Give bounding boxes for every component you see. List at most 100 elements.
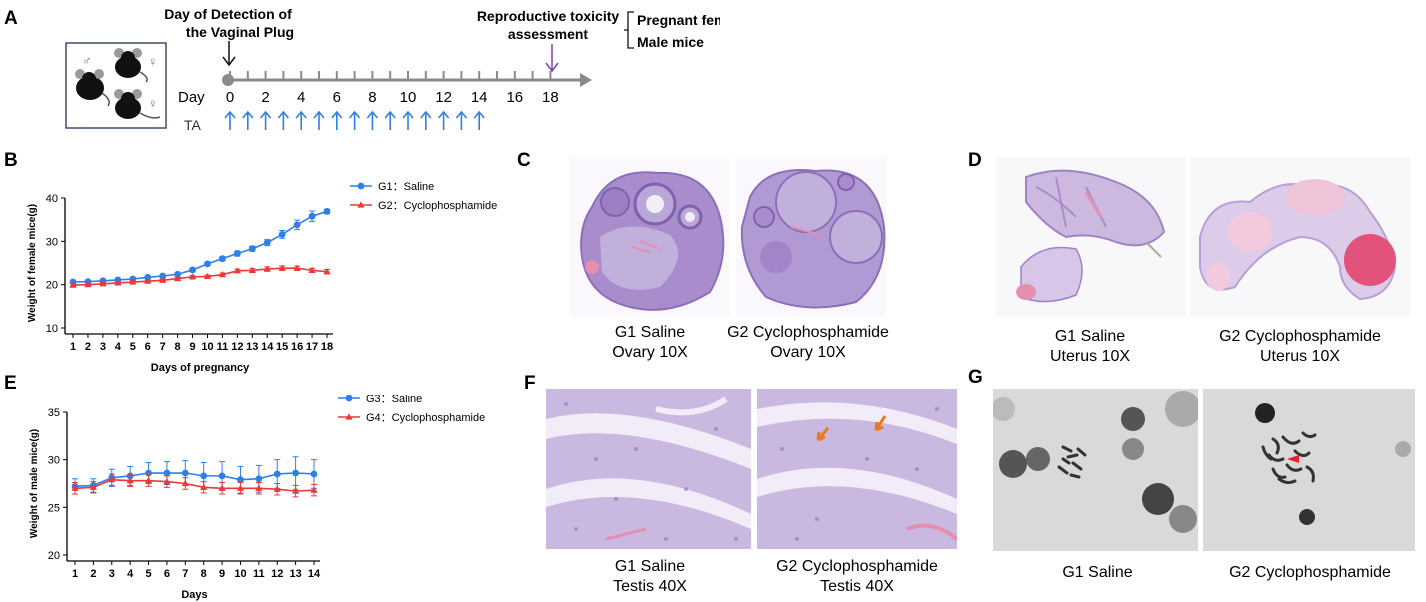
data-point xyxy=(174,270,181,278)
data-point xyxy=(323,208,331,215)
x-tick-label: 2 xyxy=(85,341,91,353)
x-tick-label: 10 xyxy=(201,341,213,353)
orange-arrow-icon xyxy=(874,415,887,432)
bracket-item-male: Male mice xyxy=(637,34,704,50)
data-point xyxy=(263,239,271,247)
y-tick-label: 10 xyxy=(46,323,58,335)
timeline-tick-label: 10 xyxy=(400,89,417,106)
ta-arrow-icon xyxy=(420,110,432,130)
data-point xyxy=(293,264,301,271)
x-tick-label: 16 xyxy=(291,341,303,353)
panel-e-letter: E xyxy=(4,373,17,394)
x-tick-label: 11 xyxy=(253,568,265,580)
ta-arrow-icon xyxy=(331,110,343,130)
ta-arrow-icon xyxy=(277,110,290,130)
data-point xyxy=(163,477,171,485)
data-point xyxy=(308,266,316,273)
y-axis-label: Weight of female mice(g) xyxy=(27,204,38,322)
ta-arrow-icon xyxy=(437,110,450,130)
legend-label: G4：Cyclophosphamide xyxy=(366,412,485,424)
legend-entry-1: G1：Saline xyxy=(350,181,434,193)
testis-cyclophosphamide-image xyxy=(757,389,957,549)
data-point xyxy=(308,212,316,220)
uterus-saline-image xyxy=(996,157,1186,317)
uterus-saline-caption: G1 Saline Uterus 10X xyxy=(1000,327,1180,367)
ta-arrow-icon xyxy=(242,110,254,130)
ta-arrow-icon xyxy=(402,110,414,130)
ta-label: TA xyxy=(184,117,202,133)
data-point xyxy=(144,273,152,281)
x-tick-label: 4 xyxy=(115,341,122,353)
series-line-2 xyxy=(74,478,315,492)
data-point xyxy=(99,280,107,287)
x-tick-label: 6 xyxy=(164,568,170,580)
panel-g-letter: G xyxy=(968,367,983,388)
x-tick-label: 14 xyxy=(261,341,274,353)
day-label: Day xyxy=(178,89,205,106)
x-tick-label: 6 xyxy=(145,341,151,353)
uterus-cyclophosphamide-image xyxy=(1190,157,1410,317)
x-tick-label: 10 xyxy=(234,568,246,580)
caption-line: G2 Cyclophosphamide xyxy=(776,558,938,575)
y-tick-label: 20 xyxy=(48,550,60,562)
x-tick-label: 5 xyxy=(145,568,151,580)
timeline-tick-label: 8 xyxy=(368,89,376,106)
data-point xyxy=(89,483,97,490)
x-tick-label: 18 xyxy=(321,341,333,353)
y-tick-label: 30 xyxy=(46,236,58,248)
timeline-tick-label: 4 xyxy=(297,89,305,106)
ta-arrow-icon xyxy=(473,110,485,130)
red-arrow-icon xyxy=(1287,455,1299,463)
data-point xyxy=(163,469,171,477)
ta-arrow-icon xyxy=(295,110,307,130)
legend-entry-2: G2：Cyclophosphamide xyxy=(350,200,497,212)
caption-line: Ovary 10X xyxy=(612,344,688,361)
orange-arrow-icon xyxy=(816,427,830,442)
data-point xyxy=(126,477,134,484)
ta-arrow-icon xyxy=(259,110,272,130)
chromosome-saline-image xyxy=(993,389,1198,551)
y-tick-label: 30 xyxy=(48,455,60,467)
x-tick-label: 8 xyxy=(201,568,207,580)
data-point xyxy=(181,469,189,477)
x-tick-label: 12 xyxy=(271,568,283,580)
y-tick-label: 25 xyxy=(48,502,60,514)
chromosome-saline-caption: G1 Saline xyxy=(1062,564,1133,581)
data-point xyxy=(237,476,244,484)
timeline-arrowhead-icon xyxy=(580,73,592,87)
timeline-tick-label: 16 xyxy=(506,89,523,106)
timeline-tick-label: 2 xyxy=(261,89,269,106)
ovary-saline-image xyxy=(570,157,730,317)
series-line-1 xyxy=(72,210,328,283)
data-point xyxy=(273,470,281,478)
data-point xyxy=(200,483,208,490)
chromosome-cyclophosphamide-image xyxy=(1203,389,1415,551)
x-axis-label: Days xyxy=(181,589,207,601)
caption-line: Testis 40X xyxy=(613,578,687,595)
data-point xyxy=(292,487,300,494)
ta-arrow-icon xyxy=(313,110,325,130)
data-point xyxy=(292,469,300,477)
data-point xyxy=(108,476,116,483)
timeline-tick-label: 18 xyxy=(542,89,559,106)
timeline-start-dot xyxy=(222,74,234,86)
y-tick-label: 35 xyxy=(48,407,60,419)
series-line-2 xyxy=(72,267,328,286)
x-tick-label: 14 xyxy=(308,568,321,580)
x-tick-label: 5 xyxy=(130,341,136,353)
female-symbol-icon-2: ♀ xyxy=(148,96,158,111)
caption-line: G1 Saline xyxy=(614,558,686,575)
caption-line: G2 Cyclophosphamide xyxy=(727,324,889,341)
data-point xyxy=(248,266,256,273)
testis-saline-image xyxy=(546,389,751,549)
ta-arrow-icon xyxy=(455,110,468,130)
panel-a-letter: A xyxy=(4,8,18,29)
x-tick-label: 4 xyxy=(127,568,134,580)
x-tick-label: 8 xyxy=(175,341,181,353)
ta-arrow-icon xyxy=(384,110,396,130)
bracket-item-pregnant: Pregnant female mice xyxy=(637,12,720,28)
data-point xyxy=(323,268,331,275)
data-point xyxy=(204,260,211,268)
panel-d-letter: D xyxy=(968,150,982,171)
